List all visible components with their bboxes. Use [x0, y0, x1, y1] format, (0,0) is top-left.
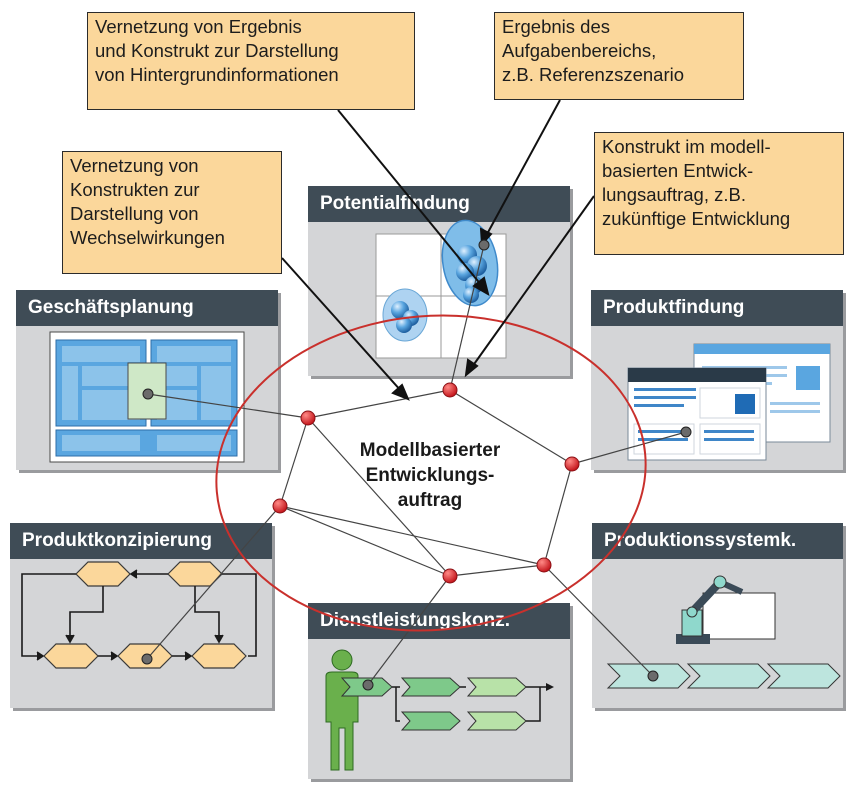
note-line: Ergebnis des: [502, 16, 610, 37]
concept-flow-arrows: [21, 569, 257, 661]
note-vernetzung-konstrukte: Vernetzung von Konstrukten zur Darstellu…: [62, 151, 282, 274]
anchor-dot: [142, 388, 154, 400]
anchor-dot: [141, 653, 153, 665]
network-node: [564, 456, 580, 472]
anchor-dots: [141, 239, 692, 691]
panel-title: Geschäftsplanung: [16, 290, 278, 326]
panel-title: Produktionssystemk.: [592, 523, 843, 559]
cluster-ball: [396, 317, 412, 333]
cluster-ball: [463, 287, 479, 303]
network-node: [442, 382, 458, 398]
network-node: [536, 557, 552, 573]
network-node: [442, 568, 458, 584]
panel-produktkonzipierung: Produktkonzipierung: [10, 523, 272, 708]
note-vernetzung-ergebnis: Vernetzung von Ergebnis und Konstrukt zu…: [87, 12, 415, 110]
network-node: [272, 498, 288, 514]
note-line: lungsauftrag, z.B.: [602, 184, 746, 205]
service-process-graphic: [325, 649, 554, 771]
note-line: z.B. Referenzszenario: [502, 64, 685, 85]
robot-graphic: [606, 575, 841, 689]
network-nodes: [272, 382, 580, 584]
note-ergebnis-aufgabenbereich: Ergebnis des Aufgabenbereichs, z.B. Refe…: [494, 12, 744, 100]
center-label-line: Modellbasierter: [359, 440, 501, 461]
anchor-dot: [478, 239, 490, 251]
anchor-dot: [362, 679, 374, 691]
note-line: Konstrukt im modell-: [602, 136, 771, 157]
note-line: basierten Entwick-: [602, 160, 754, 181]
note-konstrukt-modell: Konstrukt im modell- basierten Entwick- …: [594, 132, 844, 255]
anchor-dot: [680, 426, 692, 438]
note-line: Vernetzung von: [70, 155, 199, 176]
note-line: Aufgabenbereichs,: [502, 40, 657, 61]
note-line: Darstellung von: [70, 203, 199, 224]
note-line: Vernetzung von Ergebnis: [95, 16, 302, 37]
center-label-line: Entwicklungs-: [365, 465, 495, 486]
note-line: von Hintergrundinformationen: [95, 64, 339, 85]
panel-title: Potentialfindung: [308, 186, 570, 222]
concept-flowchart: [43, 561, 247, 669]
anchor-dot: [647, 670, 659, 682]
note-line: und Konstrukt zur Darstellung: [95, 40, 339, 61]
note-line: zukünftige Entwicklung: [602, 208, 791, 229]
network-node: [300, 410, 316, 426]
development-order-ellipse: [215, 314, 647, 632]
note-line: Konstrukten zur: [70, 179, 200, 200]
cluster-ball: [456, 263, 474, 281]
product-finding-windows: [627, 343, 831, 461]
note-line: Wechselwirkungen: [70, 227, 225, 248]
panel-title: Produktkonzipierung: [10, 523, 272, 559]
panel-title: Produktfindung: [591, 290, 843, 326]
center-label-line: auftrag: [397, 490, 463, 511]
center-label: Modellbasierter Entwicklungs- auftrag: [330, 438, 530, 513]
callout-arrows: [281, 99, 595, 401]
